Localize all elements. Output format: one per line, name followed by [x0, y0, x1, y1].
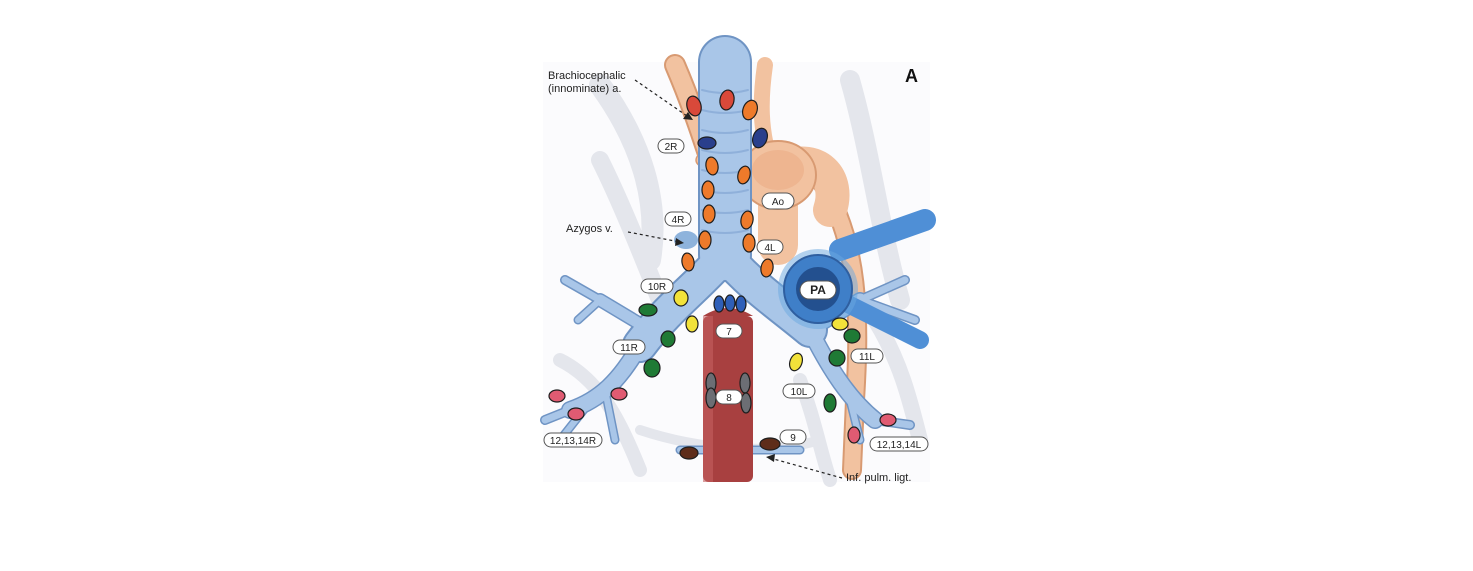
station-label-10R: 10R [640, 278, 674, 294]
node-green [823, 393, 837, 413]
node-orange [740, 210, 754, 230]
station-label-2R: 2R [657, 138, 685, 154]
svg-text:4R: 4R [672, 215, 685, 226]
station-label-4L: 4L [756, 239, 784, 255]
inf-pulm-ligt-leader [769, 457, 843, 479]
azygos-vein [674, 231, 698, 249]
node-pink [567, 407, 585, 421]
svg-text:12,13,14L: 12,13,14L [877, 440, 922, 451]
svg-text:12,13,14R: 12,13,14R [550, 436, 596, 447]
station-label-4R: 4R [664, 211, 692, 227]
node-gray [705, 387, 717, 409]
node-yellow [673, 289, 689, 307]
node-gray [739, 372, 751, 394]
node-brown [759, 437, 781, 451]
leader-lines [627, 79, 843, 479]
node-orange [737, 165, 751, 185]
station-label-12-13-14L: 12,13,14L [869, 436, 929, 452]
node-green [643, 358, 661, 378]
node-orange [741, 99, 759, 121]
brachiocephalic-label-line1: Brachiocephalic [548, 70, 626, 82]
station-label-9: 9 [779, 429, 807, 445]
svg-text:4L: 4L [764, 243, 776, 254]
node-pink [610, 387, 628, 401]
svg-text:9: 9 [790, 433, 796, 444]
station-label-7: 7 [715, 323, 743, 339]
pa-label: PA [799, 280, 837, 300]
node-navy [751, 127, 769, 149]
node-pink [548, 389, 566, 403]
node-orange [760, 258, 774, 278]
node-pink [847, 426, 861, 444]
vessel-labels: Ao PA [761, 192, 837, 300]
node-red [719, 89, 735, 111]
svg-text:Ao: Ao [772, 197, 785, 208]
station-label-12-13-14R: 12,13,14R [543, 432, 603, 448]
station-label-11L: 11L [850, 348, 884, 364]
station-label-8: 8 [715, 389, 743, 405]
brachiocephalic-label-line2: (innominate) a. [548, 83, 621, 95]
node-yellow [685, 315, 699, 333]
background-vessels [553, 70, 928, 487]
node-navy [697, 136, 717, 150]
svg-text:7: 7 [726, 327, 732, 338]
panel-letter: A [905, 66, 918, 86]
node-blue [724, 294, 736, 312]
leader-arrowheads [675, 112, 775, 462]
node-blue [735, 295, 747, 313]
node-pink [879, 413, 897, 427]
svg-text:8: 8 [726, 393, 732, 404]
node-yellow [788, 352, 804, 372]
aorta [739, 57, 868, 480]
node-yellow [831, 317, 849, 331]
inf-pulm-ligt-label: Inf. pulm. ligt. [846, 472, 911, 484]
lymph-nodes [548, 89, 897, 460]
node-orange [698, 230, 712, 250]
node-orange [742, 233, 756, 253]
svg-text:2R: 2R [665, 142, 678, 153]
node-brown [679, 446, 699, 460]
brachiocephalic-leader [634, 79, 691, 119]
azygos-label: Azygos v. [566, 223, 613, 235]
node-blue [713, 295, 725, 313]
station-label-10L: 10L [782, 383, 816, 399]
aorta-label: Ao [761, 192, 795, 210]
azygos-leader [627, 231, 681, 243]
node-green [828, 349, 846, 367]
station-labels: 2R 4R 4L 10R 11R 7 8 9 [543, 138, 929, 452]
node-gray [740, 392, 752, 414]
station-label-11R: 11R [612, 339, 646, 355]
svg-text:11R: 11R [620, 343, 638, 354]
node-red [686, 95, 702, 117]
svg-text:10R: 10R [648, 282, 666, 293]
svg-text:PA: PA [810, 283, 826, 297]
node-orange [701, 180, 715, 200]
node-green [638, 303, 658, 317]
node-orange [702, 204, 716, 224]
pulmonary-artery [778, 209, 936, 349]
node-orange [681, 252, 695, 272]
svg-text:11L: 11L [859, 352, 875, 363]
svg-text:10L: 10L [791, 387, 808, 398]
node-green [843, 328, 861, 344]
node-green [660, 330, 676, 348]
node-orange [705, 156, 719, 176]
